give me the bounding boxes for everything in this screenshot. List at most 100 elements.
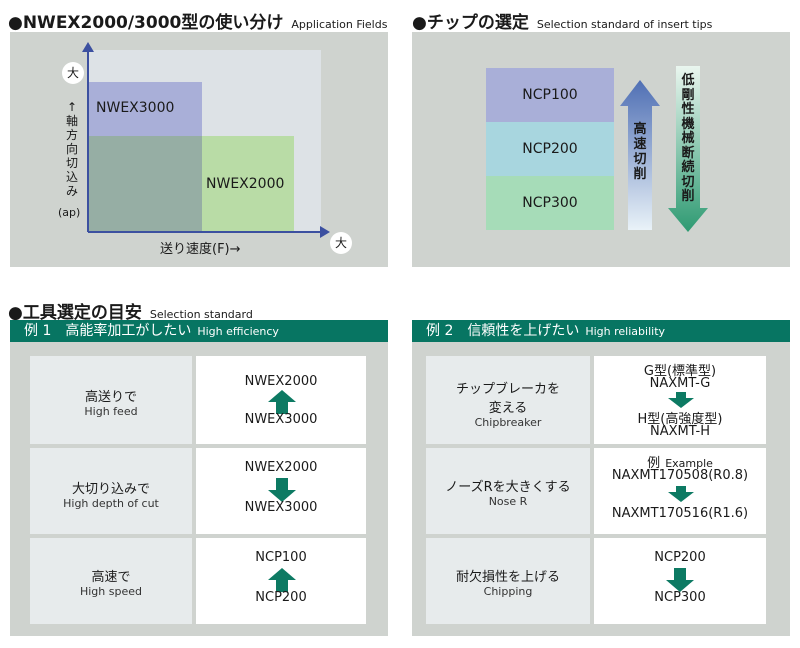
section-title-application: ●NWEX2000/3000型の使い分け Application Fields: [8, 8, 387, 33]
arrow-up-icon: [268, 568, 296, 592]
x-axis-max-marker: 大: [330, 232, 352, 254]
arrow-down-icon: [268, 478, 296, 502]
condition-en: High speed: [79, 585, 142, 598]
arrow-up-icon: [268, 390, 296, 414]
example-en: Example: [665, 457, 713, 470]
table2-header-text: 例 2 信頼性を上げたい: [426, 323, 580, 339]
label-char: 機: [681, 116, 695, 132]
section-title-selection: ●工具選定の目安 Selection standard: [8, 298, 253, 323]
condition-jp: 高送りで: [84, 390, 137, 405]
table1-row3-condition: 高速で High speed: [30, 538, 192, 624]
result-line: NAXMT-H: [650, 424, 710, 439]
condition-jp: ノーズRを大きくする: [445, 480, 571, 495]
arrow-down-icon: [666, 568, 694, 592]
arrow-down-icon: [668, 486, 694, 502]
interrupted-cutting-arrow-icon: [668, 66, 708, 232]
x-axis-label: 送り速度(F)→: [160, 242, 241, 257]
section-subtitle: Selection standard of insert tips: [536, 18, 713, 31]
result-line: NAXMT170516(R1.6): [611, 506, 749, 521]
section-title-text: ●チップの選定: [412, 13, 529, 33]
label-char: 速: [633, 137, 647, 152]
high-speed-label: 高 速 切 削: [632, 122, 648, 182]
condition-en: Nose R: [488, 495, 528, 508]
section-subtitle: Selection standard: [149, 308, 253, 321]
result-top: NWEX2000: [244, 460, 318, 475]
result-bottom: NWEX3000: [244, 500, 318, 515]
y-axis-char: 向: [65, 142, 78, 156]
label-char: 剛: [681, 87, 695, 103]
table2-row2-result: 例 Example NAXMT170508(R0.8) NAXMT170516(…: [594, 448, 766, 534]
nwex2000-label: NWEX2000: [206, 176, 285, 192]
result-top: NWEX2000: [244, 374, 318, 389]
condition-jp: チップブレーカを: [455, 382, 560, 397]
section-subtitle: Application Fields: [291, 18, 388, 31]
label-char: 削: [633, 167, 647, 182]
table2-row3-condition: 耐欠損性を上げる Chipping: [426, 538, 590, 624]
condition-en: High feed: [84, 405, 138, 418]
table1-header-text: 例 1 高能率加工がしたい: [24, 323, 192, 339]
table1-row1-result: NWEX2000 NWEX3000: [196, 356, 366, 444]
y-axis-max-marker: 大: [62, 62, 84, 84]
result-bottom: NCP200: [255, 590, 307, 605]
result-top: NCP100: [255, 550, 307, 565]
overlap-region: [88, 136, 202, 232]
table1-body: 高送りで High feed NWEX2000 NWEX3000 大切り込みで …: [10, 342, 388, 636]
table2-row1-condition: チップブレーカを 変える Chipbreaker: [426, 356, 590, 444]
interrupted-cutting-label: 低 剛 性 機 械 断 続 切 削: [680, 73, 696, 205]
table2-row3-result: NCP200 NCP300: [594, 538, 766, 624]
section-title-text: ●工具選定の目安: [8, 303, 142, 323]
result-line: NAXMT-G: [649, 376, 711, 391]
table2-body: チップブレーカを 変える Chipbreaker G型(標準型) NAXMT-G…: [412, 342, 790, 636]
condition-en: Chipbreaker: [474, 416, 542, 429]
table1-row2-result: NWEX2000 NWEX3000: [196, 448, 366, 534]
y-axis-char: 込: [65, 170, 78, 184]
y-axis-char: 方: [65, 128, 78, 142]
label-char: 切: [633, 152, 647, 167]
label-char: 続: [681, 160, 695, 175]
table2-row2-condition: ノーズRを大きくする Nose R: [426, 448, 590, 534]
condition-en: High depth of cut: [63, 497, 159, 510]
result-bottom: NCP300: [654, 590, 706, 605]
tip-ncp200: NCP200: [486, 122, 614, 176]
y-axis-char: ↑: [66, 100, 78, 114]
application-chart-panel: NWEX3000 NWEX2000 大 大 ↑ 軸 方 向 切 込 み (ap)…: [10, 32, 388, 267]
label-char: 削: [681, 189, 695, 204]
result-top: NCP200: [654, 550, 706, 565]
label-char: 低: [681, 73, 695, 88]
label-char: 切: [681, 174, 695, 190]
result-line: NAXMT170508(R0.8): [611, 468, 749, 483]
condition-jp: 高速で: [91, 570, 131, 585]
tip-ncp300: NCP300: [486, 176, 614, 230]
arrow-down-icon: [668, 392, 694, 408]
label-char: 高: [633, 122, 647, 137]
chart-axes: [82, 42, 330, 238]
nwex2000-region: [202, 136, 294, 232]
table2-header-en: High reliability: [585, 325, 666, 338]
label-char: 械: [681, 131, 695, 146]
table1-header-en: High efficiency: [197, 325, 279, 338]
table2-header: 例 2 信頼性を上げたい High reliability: [412, 320, 790, 342]
tips-panel: NCP100 NCP200 NCP300 高 速 切 削 低 剛 性 機 械: [412, 32, 790, 267]
y-axis-label: ↑ 軸 方 向 切 込 み: [64, 100, 80, 198]
example-label: 例 Example: [594, 452, 766, 471]
section-title-text: ●NWEX2000/3000型の使い分け: [8, 13, 284, 33]
condition-en: Chipping: [483, 585, 533, 598]
high-speed-arrow-icon: [620, 80, 660, 230]
label-char: 断: [681, 145, 695, 161]
tip-ncp100: NCP100: [486, 68, 614, 122]
condition-jp: 変える: [488, 401, 528, 416]
y-axis-char: 軸: [65, 114, 78, 128]
y-axis-char: 切: [65, 156, 78, 170]
result-line: G型(標準型): [643, 364, 717, 379]
example-jp: 例: [647, 456, 661, 471]
result-bottom: NWEX3000: [244, 412, 318, 427]
condition-jp: 大切り込みで: [71, 482, 150, 497]
table1-row3-result: NCP100 NCP200: [196, 538, 366, 624]
table1-row1-condition: 高送りで High feed: [30, 356, 192, 444]
nwex3000-label: NWEX3000: [96, 100, 175, 116]
condition-jp: 耐欠損性を上げる: [455, 570, 560, 585]
y-axis-sublabel: (ap): [58, 206, 81, 219]
table1-row2-condition: 大切り込みで High depth of cut: [30, 448, 192, 534]
table1-header: 例 1 高能率加工がしたい High efficiency: [10, 320, 388, 342]
y-axis-char: み: [65, 184, 78, 198]
